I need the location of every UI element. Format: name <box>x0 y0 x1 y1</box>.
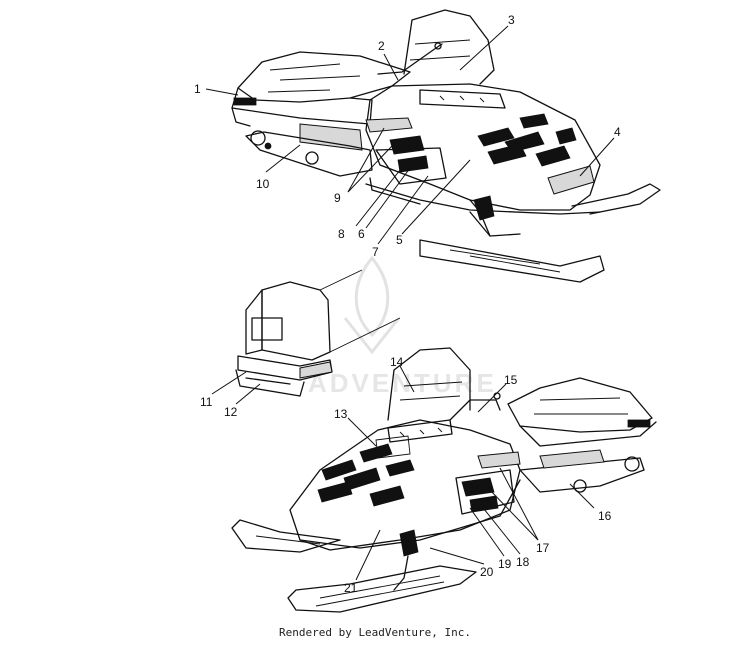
callout-labels: 1 2 3 4 5 6 7 8 9 10 11 12 13 14 15 16 1… <box>194 13 621 595</box>
callout-18: 18 <box>516 555 530 569</box>
callout-19: 19 <box>498 557 512 571</box>
rear-detail-view <box>235 269 401 397</box>
callout-5: 5 <box>396 233 403 247</box>
bottom-snowmobile <box>231 347 657 613</box>
watermark-text: ADVENTURE <box>308 368 497 398</box>
leadventure-watermark: ADVENTURE <box>308 255 497 398</box>
callout-4: 4 <box>614 125 621 139</box>
callout-9: 9 <box>334 191 341 205</box>
callout-6: 6 <box>358 227 365 241</box>
callout-3: 3 <box>508 13 515 27</box>
snowmobile-decal-diagram: ADVENTURE <box>194 9 661 613</box>
callout-21: 21 <box>344 581 358 595</box>
callout-14: 14 <box>390 355 404 369</box>
callout-11: 11 <box>200 395 213 409</box>
callout-2: 2 <box>378 39 385 53</box>
callout-15: 15 <box>504 373 518 387</box>
top-snowmobile <box>231 9 661 283</box>
callout-13: 13 <box>334 407 348 421</box>
footer-credit: Rendered by LeadVenture, Inc. <box>278 626 472 639</box>
callout-20: 20 <box>480 565 494 579</box>
leader-lines <box>205 25 615 581</box>
callout-17: 17 <box>536 541 550 555</box>
callout-16: 16 <box>598 509 612 523</box>
callout-12: 12 <box>224 405 238 419</box>
callout-10: 10 <box>256 177 270 191</box>
callout-8: 8 <box>338 227 345 241</box>
callout-7: 7 <box>372 245 379 259</box>
callout-1: 1 <box>194 82 201 96</box>
